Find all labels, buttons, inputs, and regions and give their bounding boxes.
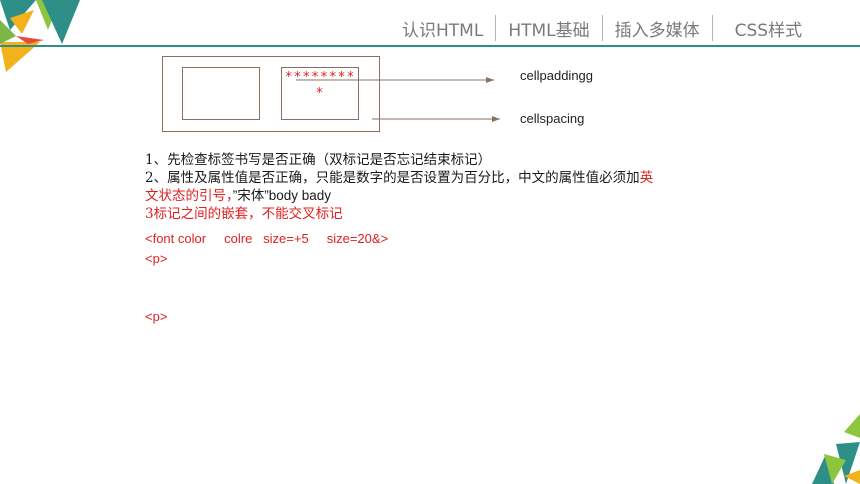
corner-decoration: [0, 0, 80, 72]
note-line-4: 3标记之间的嵌套，不能交叉标记: [145, 206, 343, 222]
note-line-3-red: 文状态的引号，: [145, 188, 233, 204]
note-line-1: 1、先检查标签书写是否正确（双标记是否忘记结束标记）: [145, 152, 492, 168]
table-cell-right: [281, 67, 359, 120]
cell-content-line1: ********: [284, 70, 356, 85]
nav-item-html-intro[interactable]: 认识HTML: [402, 20, 484, 41]
nav-separator: [495, 15, 497, 41]
cell-content: ******** *: [281, 70, 359, 102]
note-line-2-text: 2、属性及属性值是否正确，只能是数字的是否设置为百分比，中文的属性值必须加: [145, 170, 640, 186]
nav-item-css-style[interactable]: CSS样式: [734, 20, 803, 41]
header-divider: [0, 45, 860, 47]
cell-content-line2: *: [315, 86, 325, 101]
note-line-3: 文状态的引号，”宋体”body bady: [145, 187, 775, 205]
code-font-tag: <font color colre size=+5 size=20&>: [145, 231, 389, 246]
note-line-2: 2、属性及属性值是否正确，只能是数字的是否设置为百分比，中文的属性值必须加英: [145, 169, 775, 187]
note-line-3-text: ”宋体”body bady: [232, 188, 332, 203]
note-line-2-red: 英: [639, 170, 654, 186]
nav-separator: [711, 15, 713, 41]
table-outer-border: [162, 56, 380, 132]
table-cell-left: [182, 67, 260, 120]
top-nav: 认识HTML HTML基础 插入多媒体 CSS样式: [390, 14, 840, 42]
corner-decoration-bottom: [812, 414, 860, 484]
notes-block: 1、先检查标签书写是否正确（双标记是否忘记结束标记） 2、属性及属性值是否正确，…: [145, 151, 775, 223]
code-p-tag-2: <p>: [145, 309, 168, 324]
nav-item-html-basics[interactable]: HTML基础: [508, 20, 590, 41]
code-p-tag-1: <p>: [145, 251, 168, 266]
nav-separator: [601, 15, 603, 41]
label-cellpadding: cellpaddingg: [520, 68, 594, 83]
nav-item-multimedia[interactable]: 插入多媒体: [614, 20, 700, 41]
label-cellspacing: cellspacing: [520, 111, 585, 126]
